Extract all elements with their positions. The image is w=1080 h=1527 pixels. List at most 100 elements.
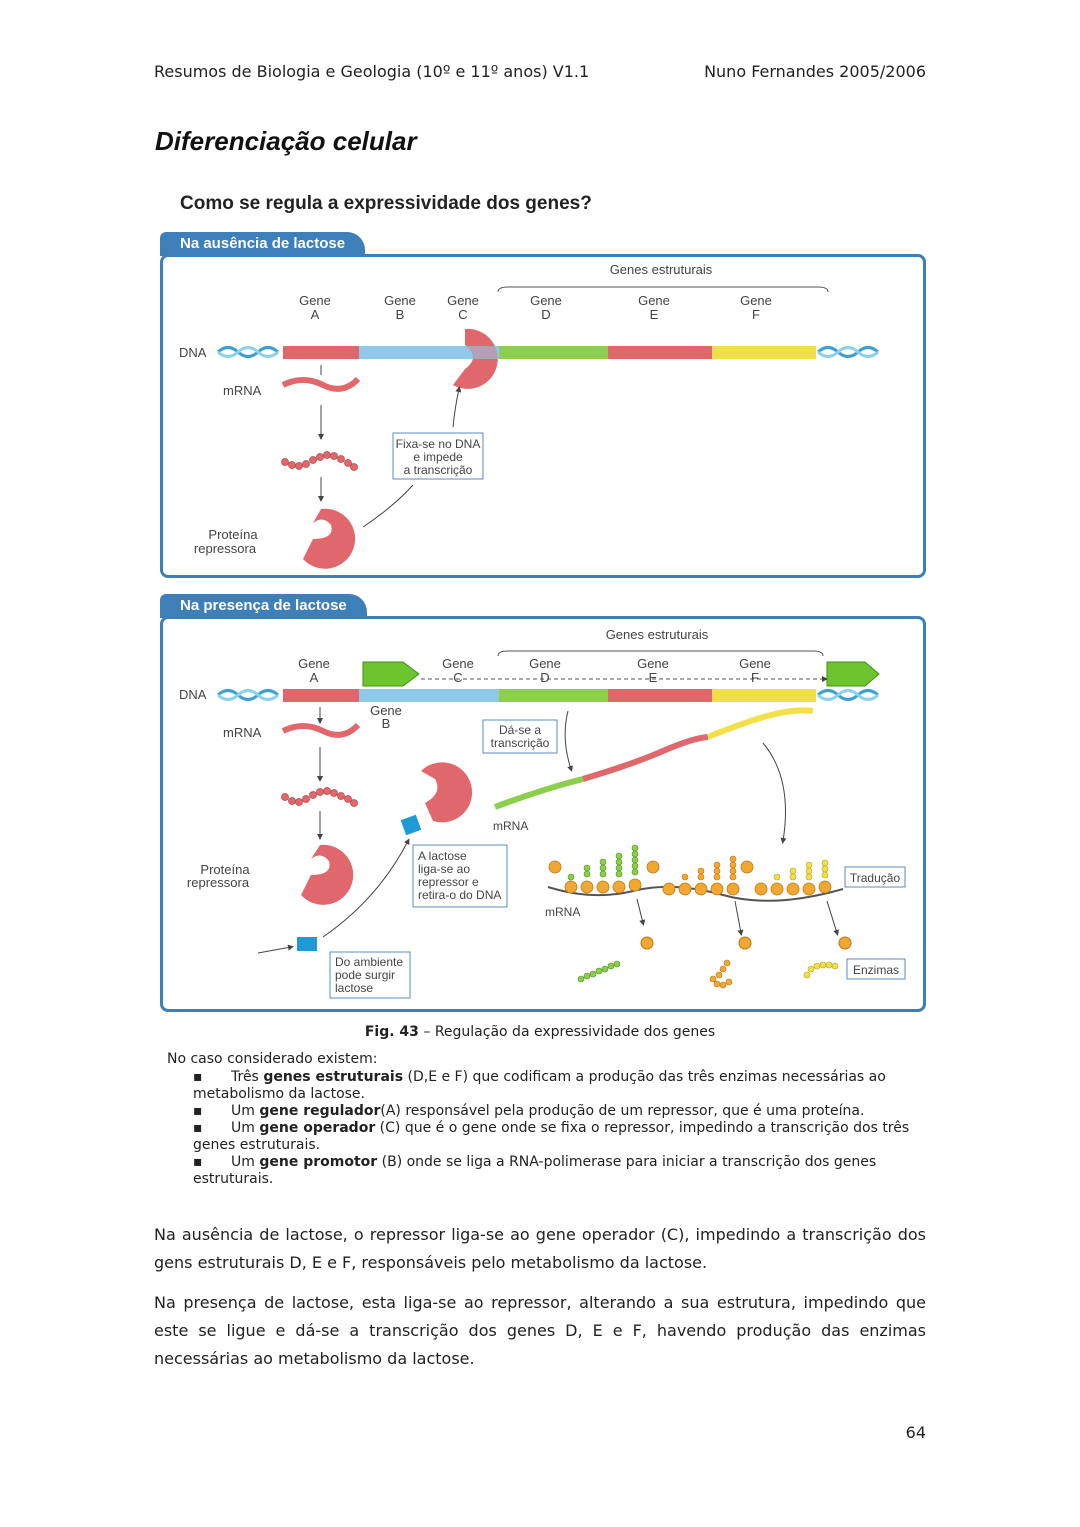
callout-box (392, 432, 484, 480)
figure-question: Como se regula a expressividade dos gene… (180, 193, 592, 214)
gene-f-letter: F (752, 307, 760, 322)
polypeptide-chain-2 (281, 787, 358, 807)
protein-label-2-line2: repressora (187, 875, 250, 890)
transcription-line1: Dá-se a (499, 723, 541, 737)
gene-c-label-2: Gene (442, 656, 474, 671)
protein-label-line1: Proteína (208, 527, 258, 542)
gene-b-letter-2: B (382, 716, 391, 731)
gene-a-label: Gene (299, 293, 331, 308)
gene-d-label: Gene (530, 293, 562, 308)
panel-tab-absence: Na ausência de lactose (160, 232, 366, 256)
gene-c-label: Gene (447, 293, 479, 308)
repressor-protein-2 (301, 844, 354, 905)
structural-genes-label-2: Genes estruturais (606, 627, 709, 642)
gene-d-letter: D (541, 307, 550, 322)
list-item: ▪Um gene promotor (B) onde se liga a RNA… (193, 1154, 877, 1187)
page-header-left: Resumos de Biologia e Geologia (10º e 11… (154, 62, 590, 81)
gene-e-segment (608, 346, 712, 359)
structural-genes-label: Genes estruturais (610, 262, 713, 277)
paragraph-presence: Na presença de lactose, esta liga-se ao … (154, 1293, 926, 1368)
callout-line2: e impede (413, 450, 463, 464)
polypeptide-chain (281, 451, 358, 471)
translation-box (844, 866, 906, 888)
gene-b-label-2: Gene (370, 703, 402, 718)
enzyme-yellow (803, 961, 839, 979)
callout-line3: a transcrição (404, 463, 473, 477)
protein-label-2-line1: Proteína (200, 862, 250, 877)
transcription-line2: transcrição (491, 736, 550, 750)
dna-label: DNA (179, 345, 207, 360)
mrna-ribo-label: mRNA (545, 905, 580, 919)
ribosome-group-3 (740, 860, 832, 896)
genes-list: ▪Três genes estruturais (D,E e F) que co… (193, 1069, 913, 1188)
rna-polymerase-right (826, 661, 880, 687)
transcription-box (482, 719, 558, 754)
gene-d-letter-2: D (540, 670, 549, 685)
page-header-right: Nuno Fernandes 2005/2006 (704, 62, 926, 81)
environment-line2: pode surgir (335, 968, 395, 982)
protein-label-line2: repressora (194, 541, 257, 556)
lactose-line1: A lactose (418, 849, 467, 863)
figure-caption: Fig. 43 – Regulação da expressividade do… (0, 1024, 1080, 1040)
intro-text: No caso considerado existem: (167, 1051, 378, 1067)
gene-bc-segment-2 (359, 689, 499, 702)
gene-a-segment (283, 346, 359, 359)
caption-number: Fig. 43 (364, 1024, 419, 1040)
gene-f-segment-2 (712, 689, 816, 702)
mrna-strand (281, 376, 361, 392)
panel-presence-lactose: Genes estruturais Gene A Gene B Gene C G… (160, 616, 926, 1012)
paragraph-absence: Na ausência de lactose, o repressor liga… (154, 1225, 926, 1272)
gene-d-label-2: Gene (529, 656, 561, 671)
gene-e-label-2: Gene (637, 656, 669, 671)
environment-box (329, 951, 411, 999)
list-item: ▪Três genes estruturais (D,E e F) que co… (193, 1069, 886, 1102)
repressor-protein (303, 508, 356, 569)
enzyme-orange (709, 959, 733, 989)
gene-f-label-2: Gene (739, 656, 771, 671)
gene-a-letter-2: A (310, 670, 319, 685)
gene-e-segment-2 (608, 689, 712, 702)
dna-helix-left (216, 346, 280, 358)
panel-tab-presence: Na presença de lactose (160, 594, 367, 618)
gene-b-label: Gene (384, 293, 416, 308)
gene-b-segment (359, 346, 439, 359)
structural-brace (497, 286, 829, 293)
gene-e-letter: E (650, 307, 659, 322)
rna-polymerase-left (362, 661, 420, 687)
lactose-line4: retira-o do DNA (418, 888, 501, 902)
mrna-long-label: mRNA (493, 819, 528, 833)
mrna-long-green (493, 776, 584, 810)
gene-f-segment (712, 346, 816, 359)
mrna-long-yellow (706, 707, 814, 740)
lactose-line2: liga-se ao (418, 862, 470, 876)
enzymes-box (846, 958, 906, 980)
mrna-strand-2 (281, 722, 361, 738)
dna-helix-right-2 (816, 689, 880, 701)
gene-e-label: Gene (638, 293, 670, 308)
environment-line1: Do ambiente (335, 955, 403, 969)
panel-absence-lactose: Genes estruturais Gene A Gene B Gene C G… (160, 254, 926, 578)
ribosome-group-1 (548, 860, 642, 894)
gene-a-label-2: Gene (298, 656, 330, 671)
dna-label-2: DNA (179, 687, 207, 702)
callout-line1: Fixa-se no DNA (396, 437, 481, 451)
gene-a-letter: A (311, 307, 320, 322)
gene-e-letter-2: E (649, 670, 658, 685)
environment-line3: lactose (335, 981, 373, 995)
enzyme-green (577, 960, 621, 983)
gene-d-segment-2 (499, 689, 608, 702)
panel-presence-diagram: Genes estruturais Gene A Gene B Gene C G… (179, 627, 906, 999)
gene-f-label: Gene (740, 293, 772, 308)
lactose-bound (400, 814, 422, 836)
repressor-with-lactose (421, 762, 473, 823)
lactose-molecule (297, 937, 317, 951)
enzymes-label: Enzimas (853, 963, 899, 977)
gene-c-letter: C (458, 307, 467, 322)
caption-text: – Regulação da expressividade dos genes (418, 1024, 716, 1040)
dna-helix-left-2 (216, 689, 280, 701)
mrna-label: mRNA (223, 383, 262, 398)
panel-absence-diagram: Genes estruturais Gene A Gene B Gene C G… (179, 262, 880, 569)
ribosome-group-2 (646, 860, 740, 896)
gene-c-letter-2: C (453, 670, 462, 685)
page-number: 64 (905, 1423, 926, 1442)
